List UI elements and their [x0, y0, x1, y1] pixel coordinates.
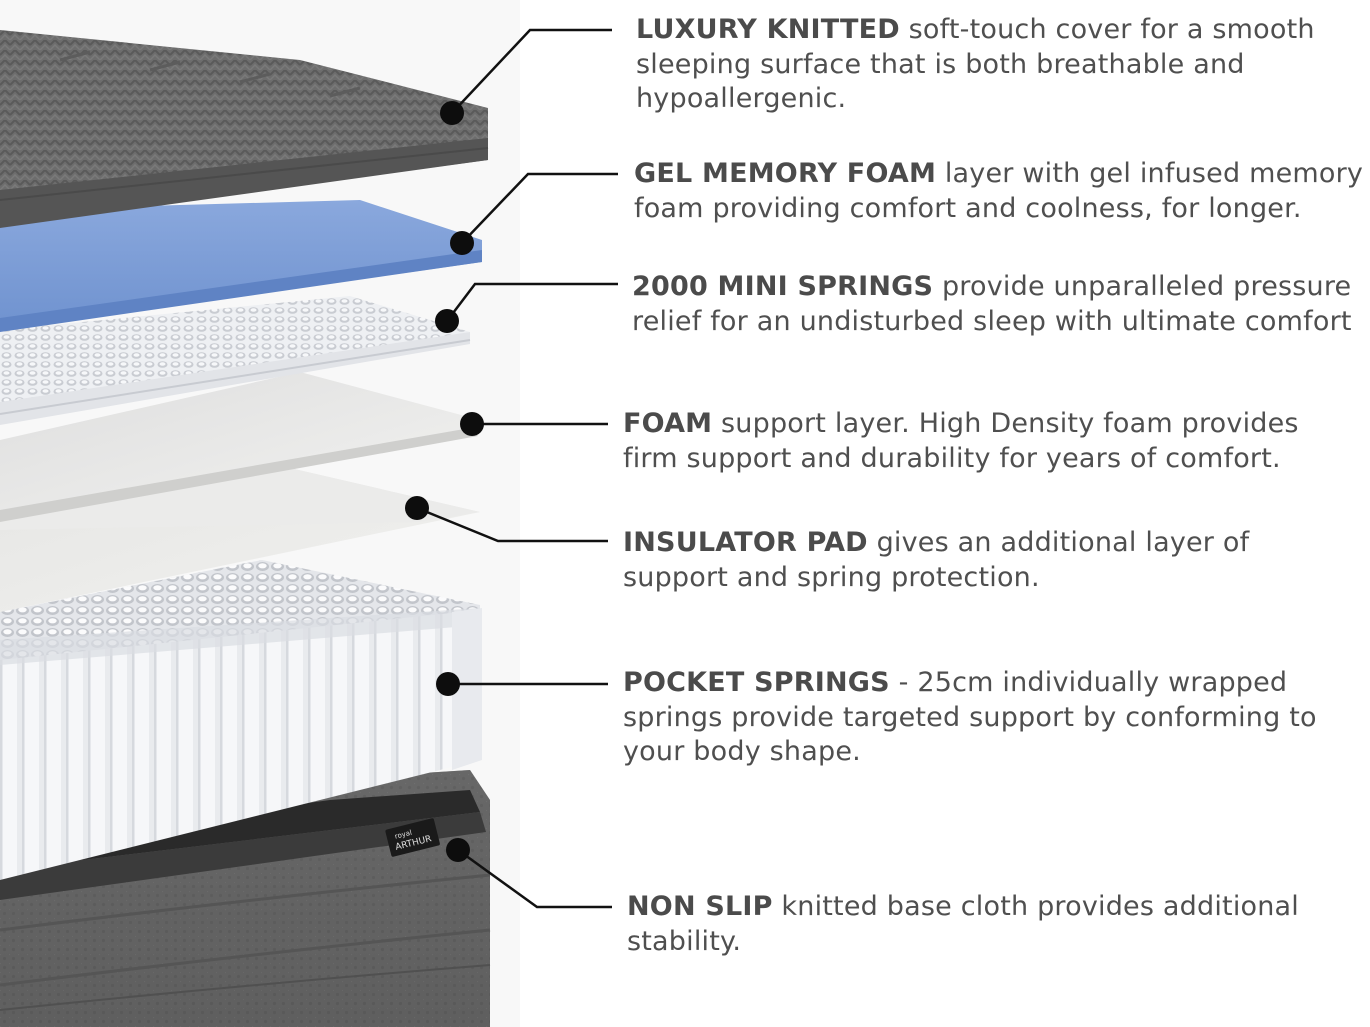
marker-dot [435, 309, 459, 333]
caption-gel-memory-foam: GEL MEMORY FOAM layer with gel infused m… [634, 157, 1364, 226]
caption-title: 2000 MINI SPRINGS [632, 271, 934, 302]
caption-luxury-knitted: LUXURY KNITTED soft-touch cover for a sm… [636, 13, 1356, 117]
caption-pocket-springs: POCKET SPRINGS - 25cm individually wrapp… [623, 666, 1363, 770]
caption-foam: FOAM support layer. High Density foam pr… [623, 407, 1353, 476]
leader-line-foam [460, 412, 608, 436]
brand-label: royal ARTHUR [385, 818, 440, 857]
marker-dot [440, 101, 464, 125]
caption-text: - 25cm individually wrapped springs prov… [623, 667, 1317, 767]
marker-dot [446, 838, 470, 862]
caption-title: POCKET SPRINGS [623, 667, 890, 698]
caption-text: support layer. High Density foam provide… [623, 408, 1299, 474]
caption-text: provide unparalleled pressure relief for… [632, 271, 1352, 337]
leader-line-pocket-springs [436, 672, 608, 696]
caption-title: FOAM [623, 408, 713, 439]
leader-line-luxury-knitted [440, 28, 612, 125]
leader-line-non-slip [446, 838, 612, 909]
gel-memory-foam-layer [0, 200, 482, 332]
caption-title: GEL MEMORY FOAM [634, 158, 937, 189]
caption-text: gives an additional layer of support and… [623, 527, 1250, 593]
caption-text: layer with gel infused memory foam provi… [634, 158, 1364, 224]
caption-mini-springs: 2000 MINI SPRINGS provide unparalleled p… [632, 270, 1352, 339]
brand-label-line1: royal [394, 829, 413, 841]
mini-springs-layer [0, 296, 471, 425]
marker-dot [460, 412, 484, 436]
leader-line-gel-memory-foam [450, 172, 618, 255]
caption-title: INSULATOR PAD [623, 527, 868, 558]
caption-text: knitted base cloth provides additional s… [627, 891, 1300, 957]
caption-non-slip: NON SLIP knitted base cloth provides add… [627, 890, 1347, 959]
pocket-springs-layer [0, 560, 482, 880]
caption-text: soft-touch cover for a smooth sleeping s… [636, 14, 1315, 114]
luxury-knitted-cover-layer [0, 30, 489, 228]
foam-layer [0, 372, 480, 522]
caption-title: NON SLIP [627, 891, 773, 922]
leader-line-insulator-pad [405, 496, 608, 543]
caption-title: LUXURY KNITTED [636, 14, 900, 45]
marker-dot [405, 496, 429, 520]
caption-insulator-pad: INSULATOR PAD gives an additional layer … [623, 526, 1343, 595]
leader-line-mini-springs [435, 282, 618, 333]
insulator-pad-layer [0, 468, 480, 612]
marker-dot [450, 231, 474, 255]
marker-dot [436, 672, 460, 696]
